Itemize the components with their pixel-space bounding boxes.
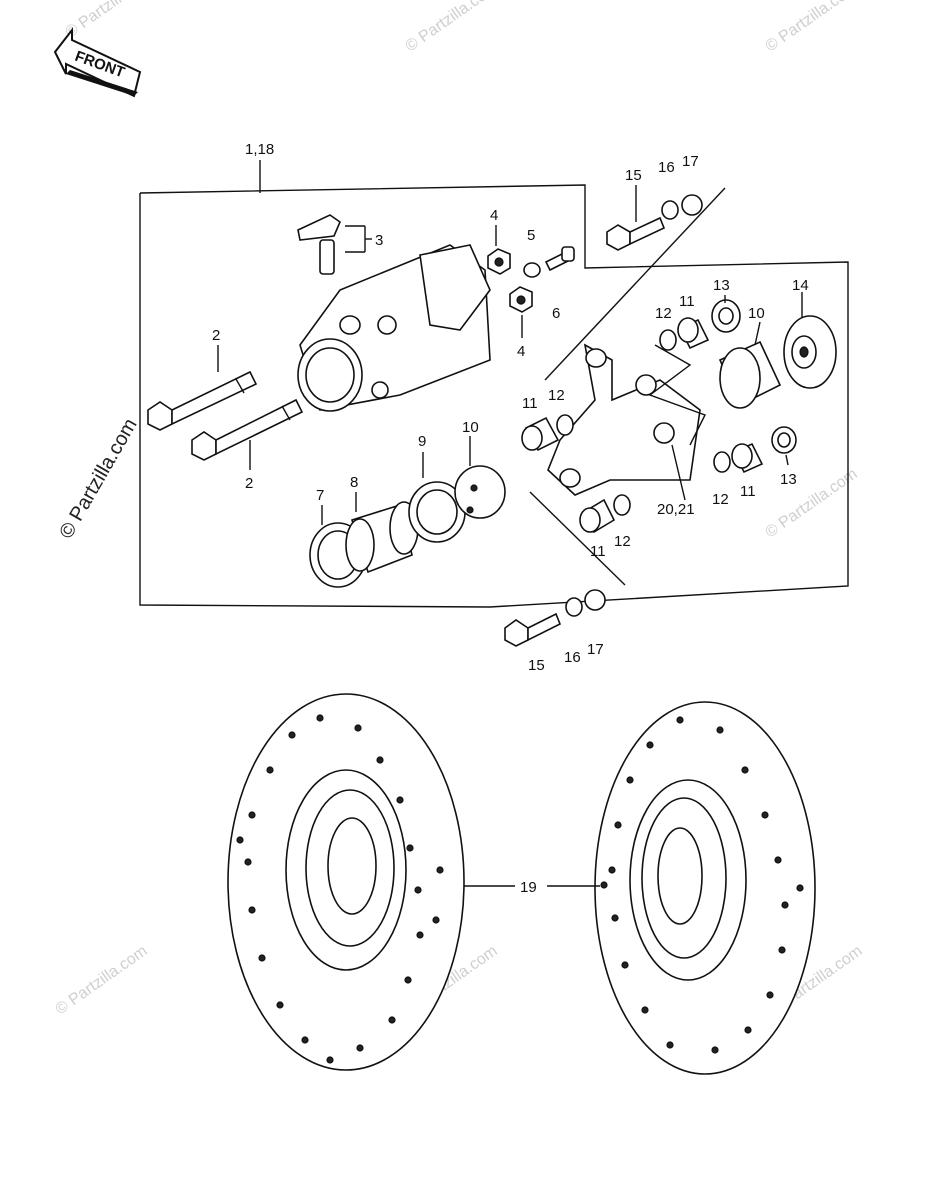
callout-10-right: 10	[748, 305, 765, 322]
cover-14	[783, 315, 837, 389]
watermark-2: © Partzilla.com	[403, 0, 501, 55]
bushing-11-b	[579, 498, 616, 534]
callout-11-b: 11	[590, 543, 606, 560]
callout-12-d: 12	[712, 491, 729, 508]
washer-17-bottom	[584, 589, 606, 611]
callout-14: 14	[792, 277, 809, 294]
bolt-15-bottom	[504, 612, 562, 647]
callout-4-mid: 4	[517, 343, 525, 360]
assembly-outline	[139, 184, 849, 608]
cap-13-a	[711, 299, 741, 333]
bleeder-valve	[297, 214, 372, 275]
callout-12-b: 12	[614, 533, 631, 550]
washer-5	[523, 262, 541, 278]
callout-10-left: 10	[462, 419, 479, 436]
callout-4-top: 4	[490, 207, 498, 224]
brake-pad-10-left	[454, 465, 506, 519]
leader-20-21	[671, 444, 686, 501]
watermark-3: © Partzilla.com	[763, 0, 861, 55]
cap-13-b	[771, 426, 797, 454]
callout-2-upper: 2	[212, 327, 220, 344]
caliper-body	[297, 244, 491, 412]
nut-middle	[509, 286, 533, 313]
callout-12-c: 12	[655, 305, 672, 322]
ring-12-a	[556, 414, 574, 436]
callout-11-c: 11	[679, 293, 695, 310]
brake-disc-right	[594, 701, 816, 1075]
bushing-11-a	[521, 416, 560, 452]
watermark-1: © Partzilla.com	[63, 0, 161, 41]
front-arrow-icon: FRONT	[53, 27, 142, 98]
guide-line-top	[544, 187, 726, 381]
callout-labels: 1,18 2 2 3 4 4 5 6 7 8 9 10 11 12 11 12 …	[212, 141, 809, 896]
callout-6: 6	[552, 305, 560, 322]
callout-8: 8	[350, 474, 358, 491]
washer-16-bottom	[565, 597, 583, 617]
bolt-15-top	[606, 216, 666, 251]
bushing-11-d	[731, 442, 764, 474]
guide-line-bottom	[529, 491, 626, 586]
ring-12-d	[713, 451, 731, 473]
watermark-5: © Partzilla.com	[53, 943, 151, 1019]
piston-8	[345, 501, 419, 574]
callout-assembly: 1,18	[245, 141, 274, 158]
callout-3: 3	[375, 232, 383, 249]
washer-16-top	[661, 200, 679, 220]
callout-7: 7	[316, 487, 324, 504]
watermark-vertical: © Partzilla.com	[55, 415, 141, 543]
callout-2-lower: 2	[245, 475, 253, 492]
bushing-11-c	[677, 317, 710, 350]
brake-pad-10-right	[718, 340, 782, 409]
callout-20-21: 20,21	[657, 501, 695, 518]
dust-seal-9	[408, 481, 466, 543]
leader-13-b	[785, 454, 789, 466]
callout-13-a: 13	[713, 277, 730, 294]
brake-disc-left	[227, 693, 465, 1071]
watermark-4: © Partzilla.com	[763, 466, 861, 542]
callout-9: 9	[418, 433, 426, 450]
callout-11-a: 11	[522, 395, 538, 412]
leader-10-right	[754, 321, 761, 346]
callout-15-bottom: 15	[528, 657, 545, 674]
guide-line-right	[648, 344, 706, 446]
callout-13-b: 13	[780, 471, 797, 488]
callout-19: 19	[520, 879, 537, 896]
callout-12-a: 12	[548, 387, 565, 404]
long-bolt-lower	[191, 398, 304, 461]
callout-17-top: 17	[682, 153, 699, 170]
callout-16-top: 16	[658, 159, 675, 176]
callout-17-bottom: 17	[587, 641, 604, 658]
callout-15-top: 15	[625, 167, 642, 184]
bolt-6	[544, 246, 575, 272]
ring-12-b	[613, 494, 631, 516]
callout-5: 5	[527, 227, 535, 244]
callout-16-bottom: 16	[564, 649, 581, 666]
nut-top	[487, 248, 511, 275]
washer-17-top	[681, 194, 703, 216]
disc-left-holes	[236, 714, 444, 1064]
callout-11-d: 11	[740, 483, 756, 500]
disc-right-holes	[600, 716, 804, 1054]
ring-12-c	[659, 329, 677, 351]
long-bolt-upper	[147, 370, 258, 431]
